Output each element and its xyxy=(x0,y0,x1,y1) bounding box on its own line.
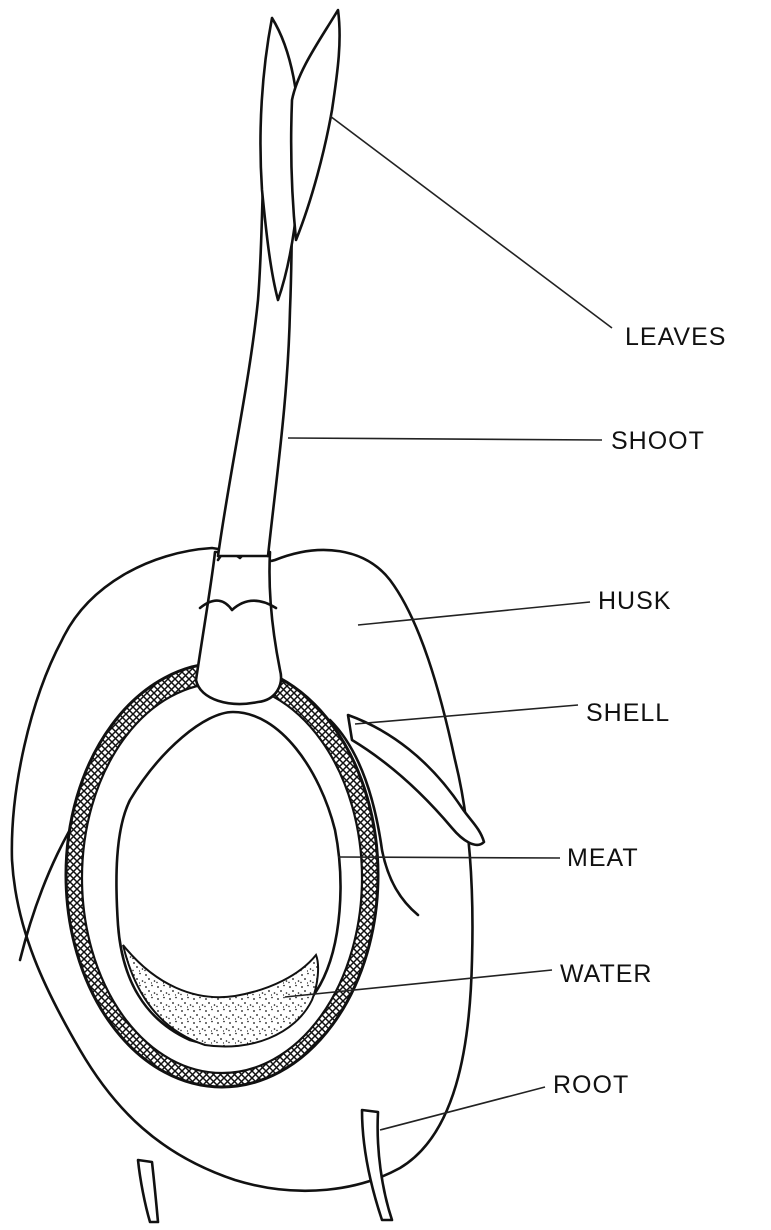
label-leaves: LEAVES xyxy=(625,323,726,351)
label-husk: HUSK xyxy=(598,587,671,615)
label-shoot: SHOOT xyxy=(611,427,705,455)
leader-meat xyxy=(338,857,560,858)
label-root: ROOT xyxy=(553,1071,629,1099)
leaf-right xyxy=(291,10,339,240)
label-meat: MEAT xyxy=(567,844,639,872)
label-water: WATER xyxy=(560,960,653,988)
root-left xyxy=(138,1160,158,1222)
leader-leaves xyxy=(330,116,612,328)
leader-shoot xyxy=(288,438,602,440)
label-shell: SHELL xyxy=(586,699,670,727)
